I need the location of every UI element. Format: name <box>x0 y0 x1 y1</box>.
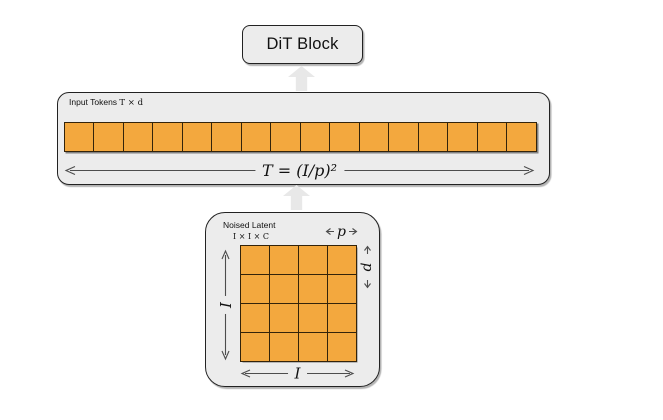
latent-patch-cell <box>326 245 357 276</box>
latent-grid <box>240 245 357 362</box>
latent-patch-cell <box>240 331 271 362</box>
token-cell <box>329 122 361 152</box>
arrow-right-icon <box>349 228 358 235</box>
image-size-label: I <box>216 296 235 314</box>
token-cell <box>476 122 508 152</box>
token-cell <box>211 122 243 152</box>
image-size-label: I <box>287 364 308 383</box>
patch-height-measure: p <box>359 245 376 289</box>
latent-patch-cell <box>326 302 357 333</box>
latent-patch-cell <box>240 274 271 305</box>
latent-patch-cell <box>326 331 357 362</box>
latent-patch-cell <box>297 245 328 276</box>
image-height-measure: I <box>216 249 235 361</box>
noised-latent-dims: I × I × C <box>233 232 270 241</box>
latent-patch-cell <box>269 331 300 362</box>
token-row <box>64 122 537 152</box>
token-cell <box>270 122 302 152</box>
flow-up-arrow-icon <box>288 66 315 91</box>
token-count-measure: T = (I/p)² <box>63 160 536 180</box>
token-cell <box>388 122 419 152</box>
noised-latent-title: Noised Latent <box>223 220 276 230</box>
token-cell <box>181 122 213 152</box>
input-tokens-box: Input Tokens T × d T = (I/p)² <box>57 92 550 185</box>
patch-size-label: p <box>359 262 376 272</box>
dit-block-label: DiT Block <box>266 35 339 53</box>
latent-patch-cell <box>269 274 300 305</box>
latent-patch-cell <box>297 302 328 333</box>
latent-patch-cell <box>240 245 271 276</box>
input-tokens-dims: T × d <box>119 98 144 108</box>
token-cell <box>122 122 154 152</box>
token-cell <box>93 122 125 152</box>
token-cell <box>64 122 95 152</box>
token-cell <box>152 122 184 152</box>
token-cell <box>447 122 478 152</box>
token-cell <box>506 122 537 152</box>
patch-width-measure: p <box>325 224 358 239</box>
arrow-up-icon <box>364 245 371 254</box>
latent-patch-cell <box>269 245 300 276</box>
token-cell <box>358 122 390 152</box>
latent-patch-cell <box>326 274 357 305</box>
token-formula-label: T = (I/p)² <box>254 160 345 180</box>
patch-size-label: p <box>337 223 346 240</box>
latent-patch-cell <box>240 302 271 333</box>
token-cell <box>299 122 331 152</box>
latent-patch-cell <box>297 274 328 305</box>
token-cell <box>240 122 272 152</box>
arrow-down-icon <box>364 280 371 289</box>
latent-patch-cell <box>297 331 328 362</box>
image-width-measure: I <box>239 364 356 383</box>
flow-up-arrow-icon <box>283 185 310 210</box>
latent-patch-cell <box>269 302 300 333</box>
input-tokens-title: Input Tokens T × d <box>69 97 143 108</box>
noised-latent-box: Noised Latent I × I × C I I <box>205 212 380 387</box>
input-tokens-title-text: Input Tokens <box>69 97 120 107</box>
arrow-left-icon <box>325 228 334 235</box>
dit-block-box: DiT Block <box>242 25 363 64</box>
token-cell <box>417 122 449 152</box>
